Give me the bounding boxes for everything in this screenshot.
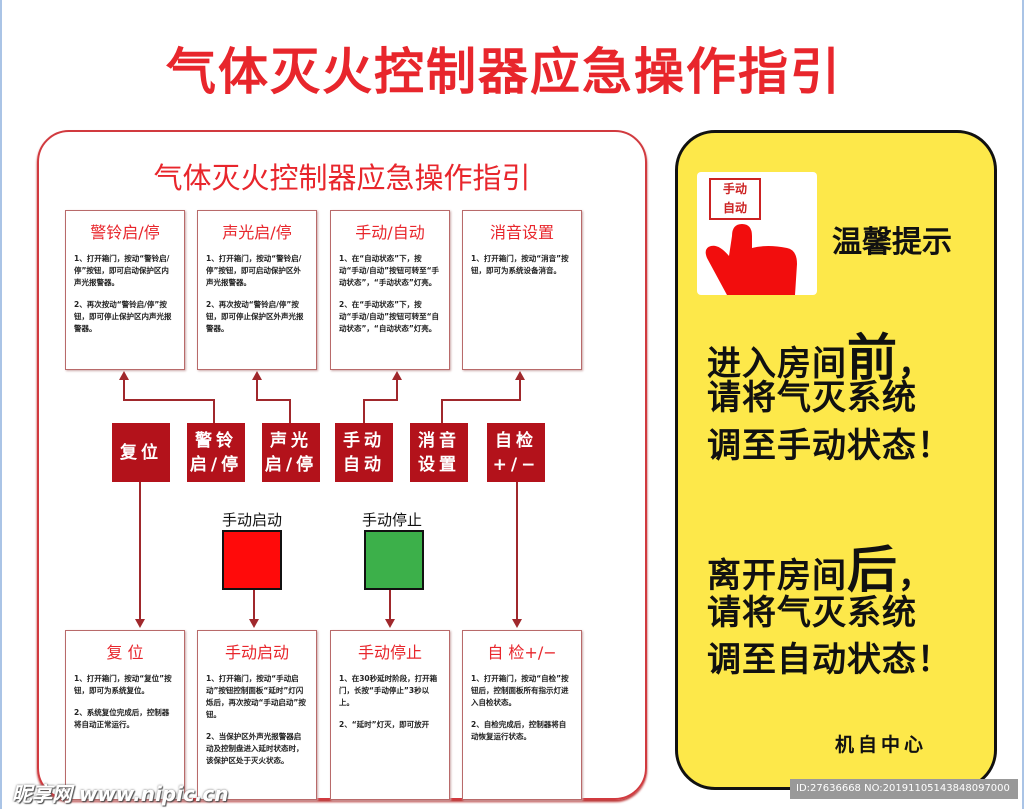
connector (441, 399, 521, 401)
connector (256, 399, 291, 401)
card-title: 手动停止 (357, 643, 422, 662)
sound-light-start-stop-button[interactable]: 声光 启/停 (262, 423, 320, 482)
emphasis: 后 (847, 541, 898, 599)
connector (289, 399, 291, 423)
text: 离开房间 (707, 556, 847, 596)
reset-button[interactable]: 复位 (112, 423, 170, 482)
connector (256, 378, 258, 400)
image-id-bar: ID:27636668 NO:20191105143848097000 (790, 779, 1018, 799)
tip-heading: 温馨提示 (832, 225, 952, 260)
manual-start-button[interactable] (222, 530, 282, 590)
connector (363, 399, 365, 423)
manual-auto-button[interactable]: 手动 自动 (335, 423, 393, 482)
card-text: 2、当保护区外声光报警器启动及控制盘进入延时状态时，该保护区处于灭火状态。 (206, 732, 304, 765)
before-line-3: 调至手动状态！ (707, 426, 952, 466)
arrow-up-icon (252, 371, 262, 380)
mute-button[interactable]: 消音 设置 (410, 423, 468, 482)
card-title: 手动启动 (224, 643, 289, 662)
card-text: 1、打开箱门，按动“复位”按钮，即可为系统复位。 (74, 674, 172, 695)
icon-text: 手动 (722, 182, 747, 196)
self-test-button[interactable]: 自检 +/− (487, 423, 545, 482)
connector (441, 399, 443, 423)
card-text: 1、打开箱门，按动“手动启动”按钮控制面板“延时”灯闪烁后，再次按动“手动启动”… (206, 674, 306, 719)
card-title: 自 检+/− (487, 643, 557, 662)
text: 进入房间 (707, 344, 847, 384)
page-title: 气体灭火控制器应急操作指引 (166, 43, 842, 101)
emphasis: 前 (847, 329, 898, 387)
card-title: 声光启/停 (222, 223, 292, 242)
text: ， (898, 556, 933, 596)
arrow-down-icon (512, 619, 522, 628)
card-title: 复 位 (106, 643, 144, 662)
arrow-down-icon (249, 619, 259, 628)
connector (123, 378, 125, 400)
card-alarm: 警铃启/停 1、打开箱门，按动“警铃启/停”按钮，即可启动保护区内声光报警器。 2、… (65, 210, 185, 370)
card-text: 1、在30秒延时阶段，打开箱门，长按“手动停止”3秒以上。 (339, 674, 438, 707)
arrow-down-icon (385, 619, 395, 628)
arrow-up-icon (392, 371, 402, 380)
card-text: 2、再次按动“警铃启/停”按钮，即可停止保护区外声光报警器。 (206, 300, 304, 333)
connector (253, 590, 255, 620)
card-text: 2、自检完成后，控制器将自动恢复运行状态。 (471, 720, 567, 741)
connector (213, 399, 215, 423)
alarm-start-stop-button[interactable]: 警铃 启/停 (187, 423, 245, 482)
before-line-2: 请将气灭系统 (707, 378, 917, 418)
card-sound-light: 声光启/停 1、打开箱门，按动“警铃启/停”按钮，即可启动保护区外声光报警器。 2、… (197, 210, 317, 370)
connector (123, 399, 215, 401)
connector (389, 590, 391, 620)
card-text: 2、再次按动“警铃启/停”按钮，即可停止保护区内声光报警器。 (74, 300, 172, 333)
card-self-test: 自 检+/− 1、打开箱门，按动“自检”按钮后，控制面板所有指示灯进入自检状态。 2… (462, 630, 582, 800)
card-manual-start: 手动启动 1、打开箱门，按动“手动启动”按钮控制面板“延时”灯闪烁后，再次按动“手… (197, 630, 317, 800)
card-manual-stop: 手动停止 1、在30秒延时阶段，打开箱门，长按“手动停止”3秒以上。 2、“延时”灯… (330, 630, 450, 800)
after-line-2: 请将气灭系统 (707, 593, 917, 633)
manual-stop-button[interactable] (364, 530, 424, 590)
after-line-3: 调至自动状态！ (707, 640, 952, 680)
hand-press-icon: 手动 自动 (697, 172, 817, 295)
before-line-1: 进入房间前， (707, 318, 933, 390)
manual-start-label: 手动启动 (221, 511, 282, 529)
card-manual-auto: 手动/自动 1、在“自动状态”下，按动“手动/自动”按钮可转至“手动状态”，“手动… (330, 210, 450, 370)
card-title: 消音设置 (489, 223, 554, 242)
connector (519, 378, 521, 400)
card-text: 2、“延时”灯灭，即可放开 (339, 720, 430, 729)
card-text: 1、打开箱门，按动“自检”按钮后，控制面板所有指示灯进入自检状态。 (471, 674, 569, 707)
card-text: 1、打开箱门，按动“消音”按钮，即可为系统设备消音。 (471, 254, 569, 275)
arrow-up-icon (119, 371, 129, 380)
text: ， (898, 344, 933, 384)
card-reset: 复 位 1、打开箱门，按动“复位”按钮，即可为系统复位。 2、系统复位完成后，控制器… (65, 630, 185, 800)
icon-text: 自动 (722, 201, 747, 215)
after-line-1: 离开房间后， (707, 530, 933, 602)
card-text: 2、在“手动状态”下，按动“手动/自动”按钮可转至“自动状态”，“自动状态”灯亮… (339, 300, 440, 333)
card-title: 手动/自动 (355, 223, 425, 242)
card-text: 1、在“自动状态”下，按动“手动/自动”按钮可转至“手动状态”，“手动状态”灯亮… (339, 254, 440, 287)
arrow-up-icon (515, 371, 525, 380)
card-text: 2、系统复位完成后，控制器将自动正常运行。 (74, 708, 170, 729)
connector (139, 482, 141, 620)
arrow-down-icon (135, 619, 145, 628)
connector (363, 399, 398, 401)
connector (516, 482, 518, 620)
card-text: 1、打开箱门，按动“警铃启/停”按钮，即可启动保护区内声光报警器。 (74, 254, 170, 287)
card-title: 警铃启/停 (90, 223, 160, 242)
watermark: 昵享网 www.nipic.cn (12, 782, 229, 806)
card-mute: 消音设置 1、打开箱门，按动“消音”按钮，即可为系统设备消音。 (462, 210, 582, 370)
connector (396, 378, 398, 400)
tip-footer: 机自中心 (835, 734, 928, 756)
card-text: 1、打开箱门，按动“警铃启/停”按钮，即可启动保护区外声光报警器。 (206, 254, 302, 287)
panel-subtitle: 气体灭火控制器应急操作指引 (153, 161, 531, 195)
manual-stop-label: 手动停止 (361, 511, 422, 529)
